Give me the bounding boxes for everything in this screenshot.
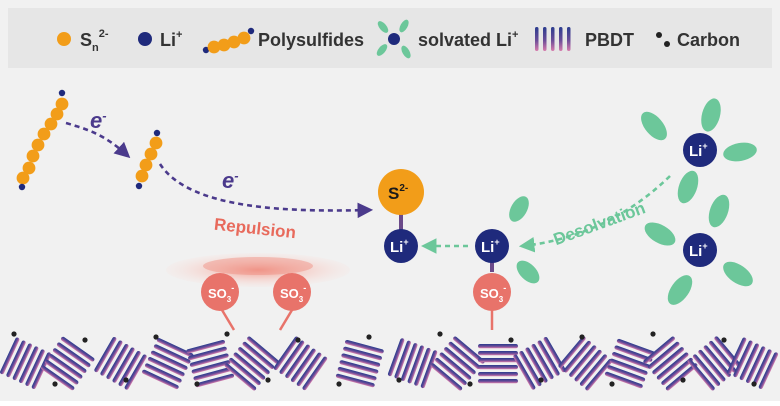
carbon-particle [680,377,686,383]
pbdt-bundle [478,344,518,384]
so3-linker-2 [278,309,294,331]
carbon-particle [123,377,129,383]
carbon-particle [751,381,757,387]
legend-lithium-icon [138,32,152,46]
partially-solvated-li: Li+ [475,196,540,284]
electron-label-2: e- [222,168,239,193]
legend-carbon-label: Carbon [677,30,740,50]
legend-carbon-icon [656,32,670,47]
carbon-particle [650,331,656,337]
legend-sn-label: Sn2- [80,28,109,54]
pbdt-bundle [604,338,655,389]
carbon-particle [265,377,271,383]
so3-group-right: SO3- [473,273,511,311]
pbdt-bundle [335,339,384,388]
svg-text:Li+: Li+ [390,237,409,256]
solvated-li-bottom: Li+ [644,194,753,305]
repulsion-field-core [203,257,313,275]
svg-text:SO3-: SO3- [480,283,506,304]
svg-text:SO3-: SO3- [280,283,306,304]
sulfide-ion: S2- [378,169,424,215]
svg-text:SO3-: SO3- [208,283,234,304]
pbdt-bundle [94,336,147,390]
pbdt-bundle [224,336,279,391]
carbon-particle [538,377,544,383]
legend-polysulfides-label: Polysulfides [258,30,364,50]
svg-text:S2-: S2- [388,183,408,203]
pbdt-bundle [0,337,52,389]
carbon-particle [224,331,230,337]
carbon-particle [295,337,301,343]
carbon-particle [508,337,514,343]
legend-li-label: Li+ [160,29,182,50]
carbon-particle [721,337,727,343]
carbon-particle [579,334,585,340]
so3-group-left: SO3- [201,273,239,311]
pbdt-carbon-layer [0,331,779,391]
carbon-particle [153,334,159,340]
so3-group-middle: SO3- [273,273,311,311]
carbon-particle [82,337,88,343]
pbdt-bundle [40,336,95,391]
carbon-particle [11,331,17,337]
pbdt-bundle [687,336,742,391]
pbdt-bundle [727,337,779,389]
carbon-particle [194,381,200,387]
electron-transfer-arrow-2 [158,163,374,219]
legend-sulfur-icon [57,32,71,46]
so3-linker-1 [220,309,236,331]
legend-pbdt-label: PBDT [585,30,634,50]
solvated-li-top: Li+ [641,98,757,204]
pbdt-bundle [643,336,698,391]
carbon-particle [336,381,342,387]
pbdt-bundle [387,338,438,389]
svg-text:Li+: Li+ [689,141,708,160]
carbon-particle [609,381,615,387]
carbon-particle [366,334,372,340]
pbdt-bundle [142,338,194,390]
carbon-particle [437,331,443,337]
carbon-particle [467,381,473,387]
electron-label-1: e- [90,108,107,133]
carbon-particle [396,377,402,383]
legend-polysulfide-icon [202,27,255,54]
legend-pbdt-icon [535,27,571,51]
pbdt-bundle [273,336,328,391]
pbdt-bundle [430,336,485,391]
svg-text:Li+: Li+ [481,237,500,256]
lithium-ion-bound-sulfide: Li+ [384,229,418,263]
legend: Sn2- Li+ Polysulfides solvated Li+ [57,19,740,59]
carbon-particle [52,381,58,387]
pbdt-bundle [186,339,235,388]
pbdt-bundle [558,336,613,391]
short-polysulfide-chain [135,129,163,190]
svg-text:Li+: Li+ [689,241,708,260]
long-polysulfide-chain [16,89,69,191]
legend-solvated-li-icon [376,19,411,59]
legend-solvated-li-label: solvated Li+ [418,29,518,50]
desolvation-arrow [518,175,671,253]
